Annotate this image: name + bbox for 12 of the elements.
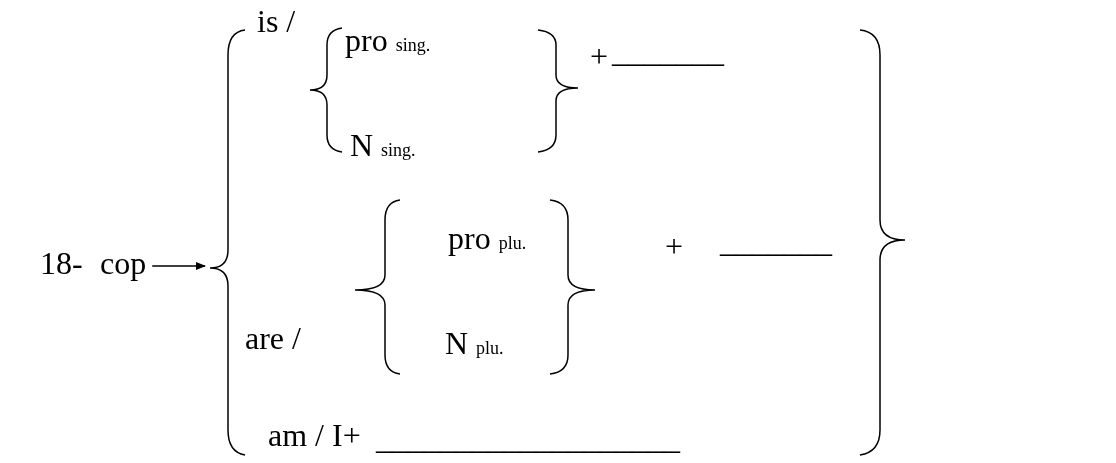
brace: [209, 29, 246, 456]
rewrite-option: are /: [245, 320, 301, 356]
rule-number: 18-: [40, 245, 83, 281]
symbol-text: cop: [100, 245, 147, 281]
rewrite-option: is /: [257, 3, 296, 39]
plus-sign: +: [665, 228, 684, 264]
plus-sign: +: [590, 38, 609, 74]
arrow: [151, 262, 206, 270]
blank-line: ___________________: [376, 420, 680, 456]
blank-line: _______: [720, 223, 832, 259]
blank-line: _______: [612, 33, 724, 69]
rewrite-option: am / I+: [268, 417, 361, 453]
